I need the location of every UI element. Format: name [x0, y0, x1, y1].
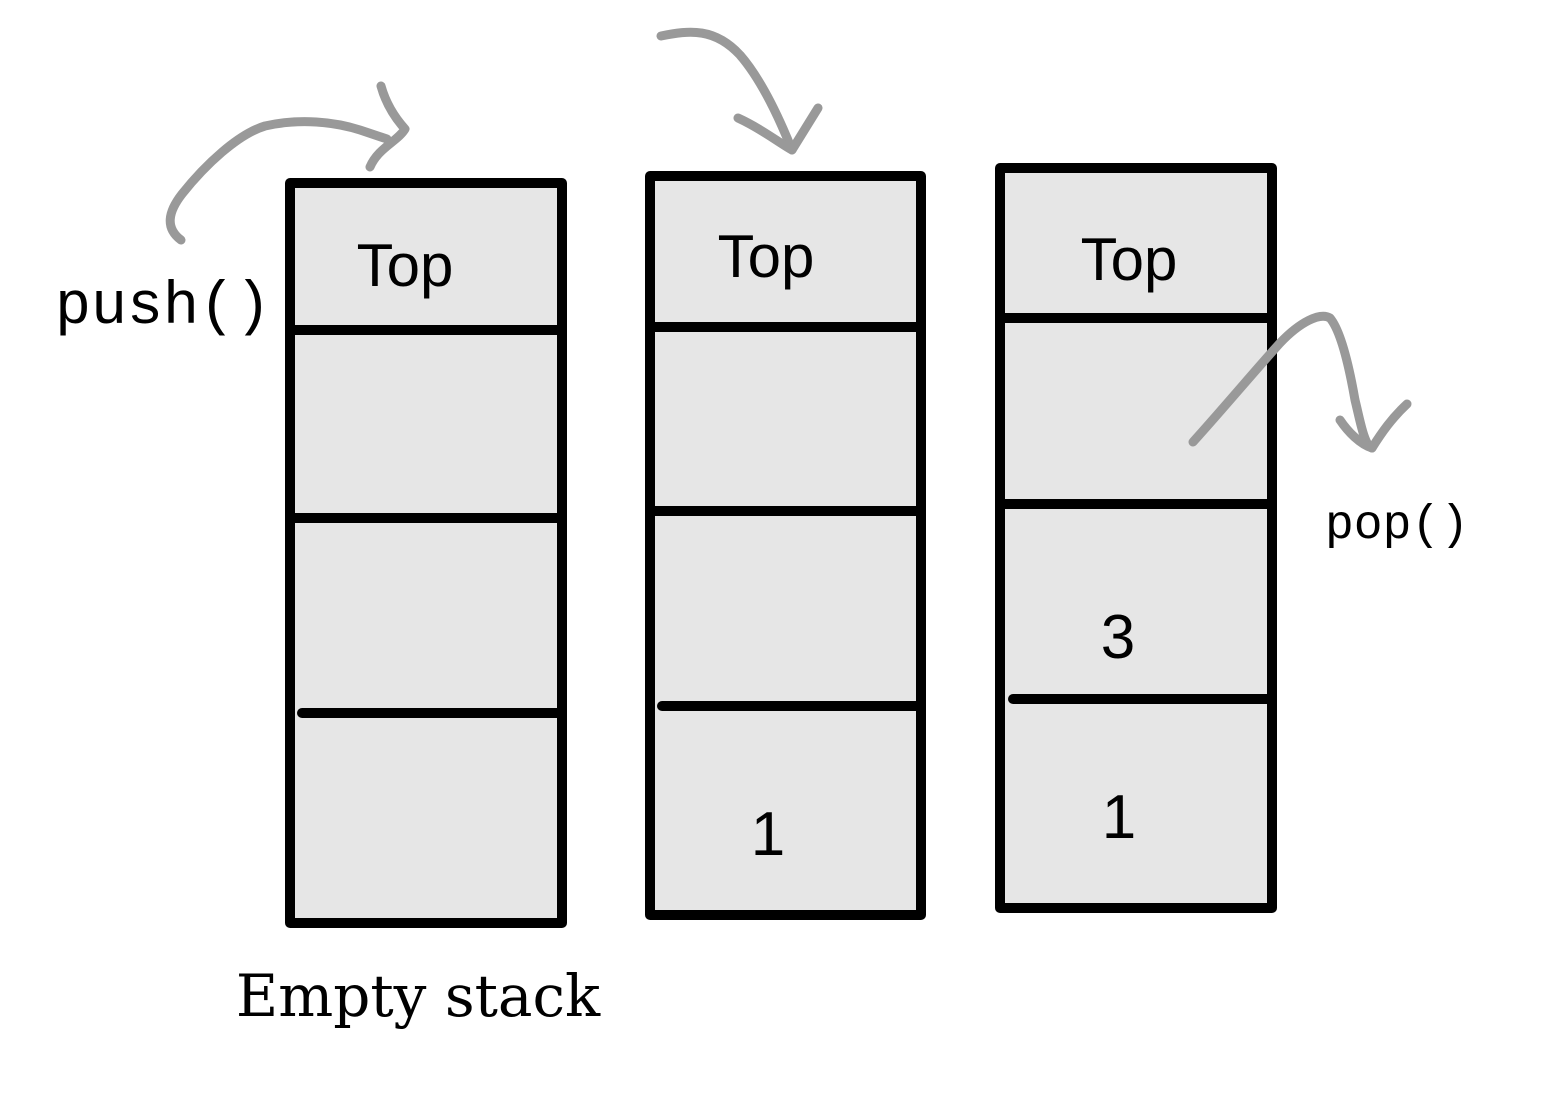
stack-1-top-label: Top — [357, 232, 454, 299]
push-arrow-2-head-icon — [733, 103, 823, 155]
stack-2-cell-3: 1 — [751, 800, 785, 869]
stack-3-frame — [995, 163, 1277, 913]
pop-label: pop() — [1325, 499, 1469, 553]
push-label: push() — [55, 274, 271, 342]
stack-3: Top 3 1 — [995, 163, 1277, 913]
stack-1: Top — [285, 178, 567, 928]
stack-2-top-label: Top — [718, 223, 815, 290]
pop-arrow-icon — [1188, 311, 1377, 453]
empty-stack-caption: Empty stack — [236, 962, 601, 1030]
stack-3-cell-3: 1 — [1102, 783, 1136, 852]
stack-2-frame — [645, 171, 926, 920]
push-arrow-icon — [165, 117, 392, 245]
stack-2: Top 1 — [645, 171, 926, 920]
stack-3-cell-2: 3 — [1101, 603, 1135, 672]
pop-arrow-head-icon — [1335, 399, 1412, 453]
push-arrow-head-icon — [365, 81, 410, 172]
push-arrow-2-icon — [656, 27, 797, 155]
stack-1-frame — [285, 178, 567, 928]
stack-3-top-label: Top — [1081, 226, 1178, 293]
